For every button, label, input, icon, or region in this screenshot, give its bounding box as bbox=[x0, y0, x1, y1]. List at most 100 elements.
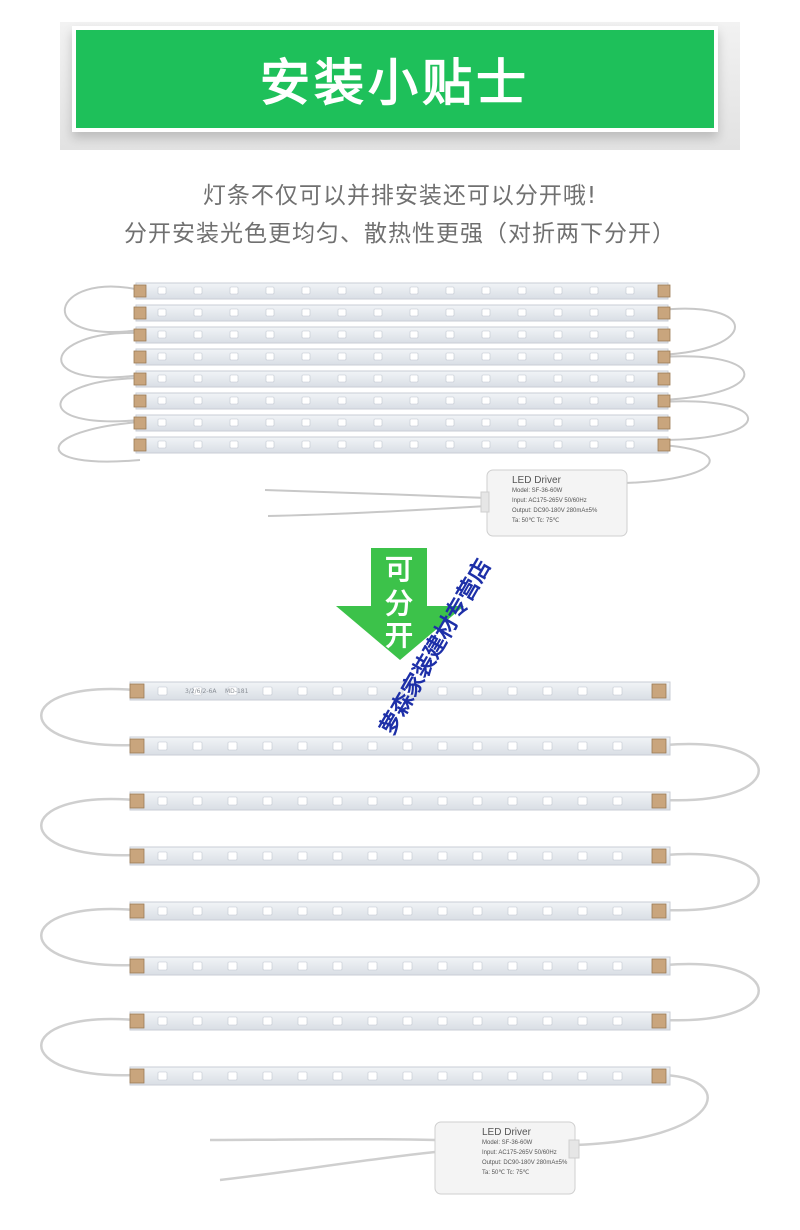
led-chip bbox=[589, 396, 599, 405]
led-chip bbox=[297, 906, 308, 916]
led-chip bbox=[445, 418, 455, 427]
led-chip bbox=[507, 906, 518, 916]
led-chip bbox=[402, 796, 413, 806]
led-chip bbox=[332, 686, 343, 696]
strip-connector bbox=[129, 958, 145, 974]
led-strip bbox=[129, 736, 671, 756]
led-strip bbox=[129, 956, 671, 976]
led-chip bbox=[445, 440, 455, 449]
led-chip bbox=[337, 352, 347, 361]
driver-top-label: LED Driver Model: SF-36-60W Input: AC175… bbox=[512, 476, 597, 526]
led-chip bbox=[402, 741, 413, 751]
driver-bottom-model: Model: SF-36-60W bbox=[482, 1140, 533, 1146]
led-chip bbox=[227, 906, 238, 916]
led-chip bbox=[507, 686, 518, 696]
strip-connector bbox=[651, 683, 667, 699]
led-chip bbox=[507, 961, 518, 971]
led-chip bbox=[157, 308, 167, 317]
led-chip bbox=[589, 308, 599, 317]
led-chip bbox=[437, 961, 448, 971]
led-chip bbox=[337, 286, 347, 295]
led-chip bbox=[227, 961, 238, 971]
led-chip bbox=[402, 961, 413, 971]
led-chip bbox=[332, 1071, 343, 1081]
led-chip bbox=[337, 308, 347, 317]
led-chip bbox=[229, 440, 239, 449]
led-chip bbox=[332, 906, 343, 916]
led-chip bbox=[262, 796, 273, 806]
led-chip bbox=[625, 308, 635, 317]
driver-bottom-title: LED Driver bbox=[482, 1127, 531, 1138]
led-chip bbox=[367, 961, 378, 971]
led-chip bbox=[337, 440, 347, 449]
subtitle-line-2: 分开安装光色更均匀、散热性更强（对折两下分开） bbox=[124, 221, 676, 247]
strip-connector bbox=[651, 848, 667, 864]
strip-connector bbox=[129, 1068, 145, 1084]
led-chip bbox=[373, 440, 383, 449]
led-chip bbox=[507, 796, 518, 806]
strip-connector bbox=[651, 903, 667, 919]
led-chip bbox=[332, 741, 343, 751]
led-chip bbox=[507, 1071, 518, 1081]
led-driver-top bbox=[480, 469, 628, 537]
led-chip bbox=[542, 1071, 553, 1081]
led-chip bbox=[409, 352, 419, 361]
driver-top-temp: Ta: 50℃ Tc: 75℃ bbox=[512, 518, 560, 524]
led-chip bbox=[409, 440, 419, 449]
led-chip bbox=[625, 374, 635, 383]
led-chip bbox=[402, 1016, 413, 1026]
led-chip bbox=[409, 286, 419, 295]
led-chip bbox=[517, 286, 527, 295]
led-chip bbox=[589, 418, 599, 427]
led-chip bbox=[577, 796, 588, 806]
strip-code-left: 3/2/6/2-6A bbox=[185, 688, 217, 695]
led-chip bbox=[337, 330, 347, 339]
led-strip bbox=[129, 901, 671, 921]
led-chip bbox=[229, 374, 239, 383]
banner-title: 安装小贴士 bbox=[260, 54, 530, 112]
led-chip bbox=[297, 1016, 308, 1026]
led-chip bbox=[517, 330, 527, 339]
led-chip bbox=[517, 440, 527, 449]
led-chip bbox=[229, 418, 239, 427]
led-driver-bottom bbox=[434, 1121, 580, 1195]
led-chip bbox=[577, 961, 588, 971]
led-chip bbox=[409, 374, 419, 383]
strip-connector bbox=[129, 903, 145, 919]
strip-connector bbox=[651, 793, 667, 809]
led-chip bbox=[157, 796, 168, 806]
led-chip bbox=[481, 352, 491, 361]
led-chip bbox=[337, 418, 347, 427]
led-chip bbox=[262, 686, 273, 696]
led-chip bbox=[481, 308, 491, 317]
led-chip bbox=[301, 352, 311, 361]
led-chip bbox=[542, 1016, 553, 1026]
led-strip bbox=[129, 1011, 671, 1031]
led-chip bbox=[192, 961, 203, 971]
strip-connector bbox=[651, 738, 667, 754]
led-chip bbox=[192, 686, 203, 696]
led-chip bbox=[612, 961, 623, 971]
led-chip bbox=[193, 308, 203, 317]
led-chip bbox=[262, 1071, 273, 1081]
led-chip bbox=[612, 1071, 623, 1081]
led-chip bbox=[402, 906, 413, 916]
strip-connector bbox=[129, 738, 145, 754]
led-chip bbox=[612, 906, 623, 916]
led-chip bbox=[229, 308, 239, 317]
led-chip bbox=[553, 286, 563, 295]
led-chip bbox=[577, 906, 588, 916]
led-chip bbox=[437, 851, 448, 861]
led-chip bbox=[157, 741, 168, 751]
led-chip bbox=[481, 286, 491, 295]
led-strip bbox=[129, 791, 671, 811]
led-chip bbox=[445, 352, 455, 361]
tips-banner: 安装小贴士 bbox=[72, 26, 718, 132]
led-chip bbox=[612, 851, 623, 861]
led-chip bbox=[193, 418, 203, 427]
strip-connector bbox=[129, 793, 145, 809]
led-chip bbox=[301, 286, 311, 295]
led-chip bbox=[265, 308, 275, 317]
led-chip bbox=[481, 330, 491, 339]
led-chip bbox=[472, 741, 483, 751]
